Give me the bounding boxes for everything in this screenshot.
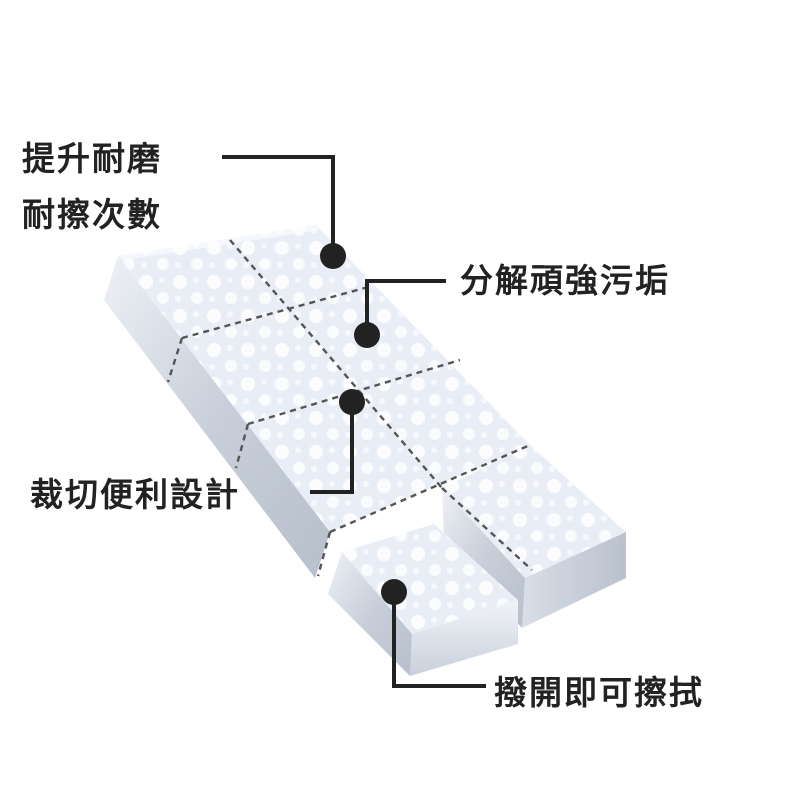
leader-lines: [222, 155, 486, 688]
callout-wear-line1: 提升耐磨: [22, 139, 162, 178]
dot-cut: [339, 389, 365, 415]
cut-line-side-1: [166, 337, 184, 383]
callout-tear: 撥開即可擦拭: [494, 673, 704, 712]
sponge-edge-shade: [118, 225, 320, 260]
sponge-top-face: [118, 225, 530, 532]
leader-line-tear: [392, 592, 486, 688]
cut-line-cross-3: [329, 443, 531, 534]
callout-wear-line2: 耐擦次數: [22, 195, 162, 234]
dot-stain: [354, 322, 380, 348]
dot-tear: [381, 579, 407, 605]
dot-wear: [320, 243, 346, 269]
cut-line-side-3: [316, 531, 332, 577]
piece-left: [328, 552, 412, 676]
piece-front: [410, 600, 518, 676]
sponge-left-face: [104, 256, 330, 578]
leader-line-cut: [310, 402, 354, 494]
cut-line-side-2: [234, 423, 250, 469]
sponge-right-top: [442, 445, 626, 578]
callout-cut: 裁切便利設計: [30, 475, 240, 514]
cut-line-long-2: [441, 487, 533, 571]
piece-top: [342, 524, 518, 634]
leader-line-wear: [222, 155, 335, 256]
sponge-right-front: [522, 532, 626, 628]
leader-dots: [320, 243, 407, 605]
sponge-detached-piece: [328, 524, 518, 676]
callout-stain: 分解頑強污垢: [460, 261, 670, 300]
leader-line-stain: [365, 279, 446, 335]
sponge-main-block: [104, 225, 530, 578]
